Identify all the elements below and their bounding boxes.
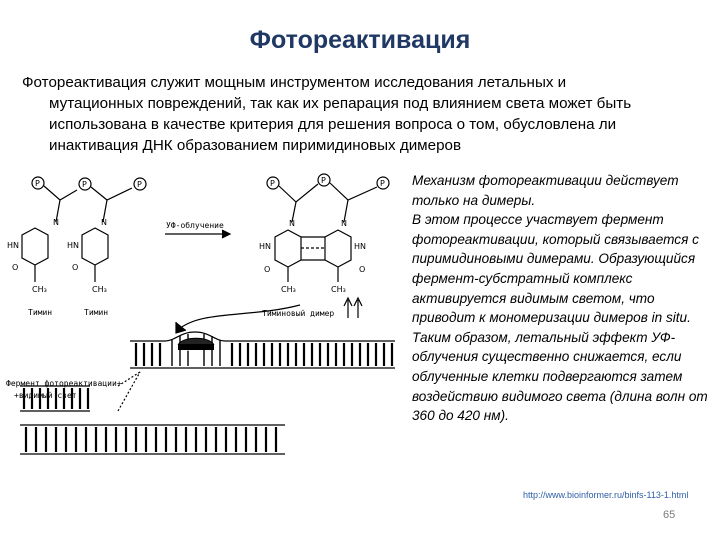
n-label: N	[53, 218, 59, 227]
intro-line-rest: мутационных повреждений, так как их репа…	[49, 95, 632, 154]
phosphate-labels: P P P P P P	[35, 176, 385, 189]
thymine-label-left: Тимин	[28, 308, 52, 317]
ch3-label: CH₃	[281, 285, 296, 294]
tt-label: TT	[186, 349, 197, 358]
phosphate-label: P	[380, 179, 385, 188]
o-label: O	[12, 263, 18, 272]
hn-label: HN	[67, 241, 79, 250]
n-label: N	[341, 219, 347, 228]
phosphate-label: P	[270, 179, 275, 188]
phosphate-label: P	[35, 179, 40, 188]
enzyme-label-line1: Фермент фотореактивации+	[6, 379, 122, 388]
n-label: N	[101, 218, 107, 227]
phosphate-label: P	[321, 176, 326, 185]
ring-atom-labels: HN HN HN HN O O O O N N N N	[7, 218, 366, 274]
mechanism-description: Механизм фотореактивации действует тольк…	[412, 171, 714, 426]
ch3-label: CH₃	[331, 285, 346, 294]
methyl-labels: CH₃ CH₃ CH₃ CH₃	[32, 285, 346, 294]
enzyme-bar	[178, 344, 214, 350]
thymine-dimer-label: Тиминовый димер	[262, 309, 334, 318]
phosphate-label: P	[137, 180, 142, 189]
page-number: 65	[663, 509, 676, 521]
source-link[interactable]: http://www.bioinformer.ru/binfs-113-1.ht…	[523, 490, 689, 500]
o-label: O	[264, 265, 270, 274]
hn-label: HN	[7, 241, 19, 250]
phosphate-label: P	[82, 180, 87, 189]
n-label: N	[289, 219, 295, 228]
o-label: O	[72, 263, 78, 272]
mechanism-paragraph-1: Механизм фотореактивации действует тольк…	[412, 173, 679, 208]
intro-line-1: Фотореактивация служит мощным инструмент…	[22, 74, 567, 91]
thymine-label-right: Тимин	[84, 308, 108, 317]
intro-paragraph: Фотореактивация служит мощным инструмент…	[22, 72, 702, 156]
slide-title: Фотореактивация	[249, 26, 471, 54]
enzyme-shape	[177, 337, 215, 346]
hn-label: HN	[259, 242, 271, 251]
uv-irradiation-label: УФ-облучение	[166, 220, 224, 230]
ch3-label: CH₃	[32, 285, 47, 294]
enzyme-label-line2: +видимый свет	[14, 391, 77, 400]
ch3-label: CH₃	[92, 285, 107, 294]
hn-label: HN	[354, 242, 366, 251]
mechanism-paragraph-2: В этом процессе участвует фермент фоторе…	[412, 212, 708, 424]
o-label: O	[359, 265, 365, 274]
